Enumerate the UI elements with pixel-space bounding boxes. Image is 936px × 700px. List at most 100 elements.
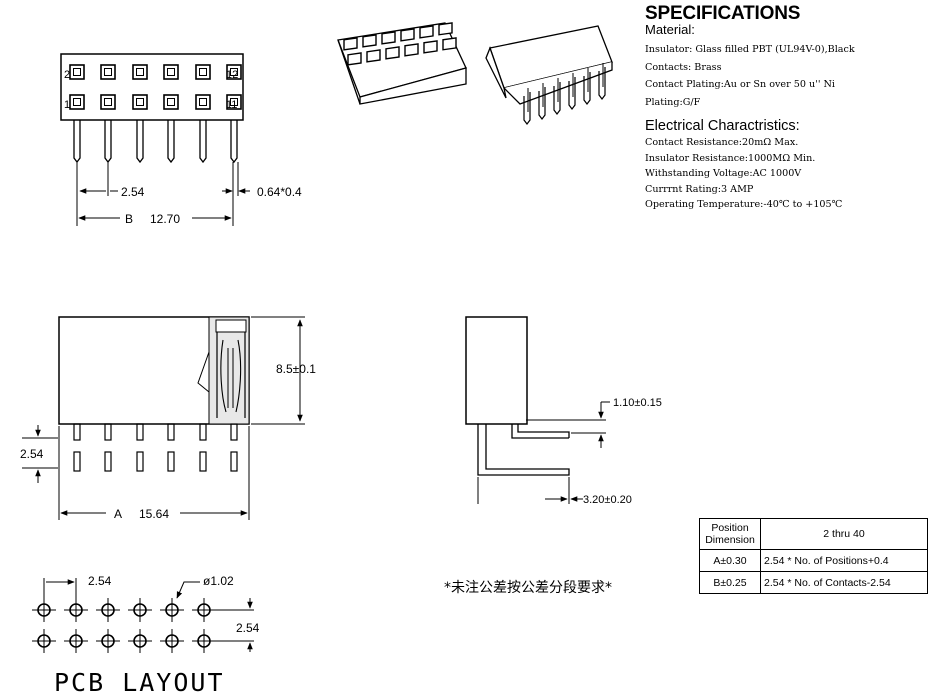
connector-3d-hole [419, 25, 434, 39]
front-view-pin-lower [73, 451, 81, 472]
material-line: Contact Plating:Au or Sn over 50 u'' Ni [645, 79, 835, 90]
lead-dim-text: 3.20±0.20 [583, 494, 632, 506]
table-cell-formula: 2.54 * No. of Contacts-2.54 [760, 571, 928, 594]
electrical-title: Electrical Charactristics: [645, 118, 800, 134]
table-row: B±0.25 2.54 * No. of Contacts-2.54 [699, 571, 928, 594]
top-view-pin [230, 120, 238, 164]
top-view-pins [73, 120, 238, 164]
front-view-pin-upper [199, 423, 207, 441]
b-label: B [125, 212, 133, 226]
connector-3d-lead [553, 82, 561, 115]
connector-3d-hole [438, 22, 453, 36]
offset-dim-text: 1.10±0.15 [613, 397, 662, 409]
connector-3d-hole [362, 34, 377, 48]
side-view-lead-upper [511, 424, 570, 439]
tolerance-note: *未注公差按公差分段要求* [444, 580, 612, 596]
front-view-pin-lower [167, 451, 175, 472]
pcb-layout-title: PCB LAYOUT [54, 668, 225, 697]
top-view-pad-hole [230, 98, 238, 106]
connector-3d-hole [343, 37, 358, 51]
connector-3d-lead [568, 77, 576, 110]
electrical-line: Contact Resistance:20mΩ Max. [645, 137, 799, 148]
connector-3d-hole [347, 52, 362, 66]
top-view-pin [73, 120, 81, 164]
material-line: Plating:G/F [645, 96, 701, 108]
pcb-layout: 2.54 ø1.02 2.54 [32, 574, 260, 653]
top-view-pad-hole [230, 68, 238, 76]
pin-size-dim-text: 0.64*0.4 [257, 185, 302, 199]
side-view-lead-lower [477, 424, 570, 476]
table-cell-formula: 2.54 * No. of Positions+0.4 [760, 549, 928, 572]
top-view-pin [136, 120, 144, 164]
connector-3d-lead [598, 67, 606, 100]
top-view-body [60, 53, 244, 121]
table-header-cell: Position Dimension [699, 518, 761, 550]
connector-3d-hole [442, 37, 457, 51]
connector-3d-lead [538, 87, 546, 120]
table-row: A±0.30 2.54 * No. of Positions+0.4 [699, 549, 928, 572]
front-view-pin-lower [199, 451, 207, 472]
front-view: 8.5±0.1 2.54 A 15.64 [20, 316, 316, 521]
connector-3d-lead [523, 92, 531, 125]
top-view-pad-hole [104, 68, 112, 76]
pcb-pitch-y-text: 2.54 [236, 621, 260, 635]
top-view-pad-hole [199, 98, 207, 106]
front-view-pin-upper [230, 423, 238, 441]
connector-3d-leads [523, 63, 606, 125]
pin-label-11: 11 [226, 99, 237, 111]
connector-3d-hole [404, 43, 419, 57]
material-line: Contacts: Brass [645, 61, 722, 73]
pin-label-2: 2 [64, 69, 70, 81]
front-view-pin-lower [104, 451, 112, 472]
front-view-pin-upper [136, 423, 144, 441]
side-view: 1.10±0.15 3.20±0.20 [465, 316, 662, 506]
table-header-position: Position [711, 522, 749, 534]
top-view-pad-hole [167, 68, 175, 76]
front-view-pin-upper [167, 423, 175, 441]
front-view-pin-upper [73, 423, 81, 441]
pcb-pitch-x-text: 2.54 [88, 574, 112, 588]
top-view: 2 12 1 11 2.54 0.64*0.4 B 12.70 [60, 53, 302, 226]
front-view-pin-upper [104, 423, 112, 441]
pitch-dim-text: 2.54 [121, 185, 145, 199]
connector-3d-hole [385, 46, 400, 60]
material-label: Material: [645, 22, 695, 37]
pcb-holes [32, 598, 216, 653]
top-view-pads [69, 64, 242, 110]
pin-label-12: 12 [226, 69, 238, 81]
side-view-body [465, 316, 528, 425]
top-view-pad-hole [136, 68, 144, 76]
table-cell-label: B±0.25 [699, 571, 761, 594]
front-view-pins [73, 423, 238, 472]
table-cell-label: A±0.30 [699, 549, 761, 572]
electrical-line: Withstanding Voltage:AC 1000V [645, 168, 802, 180]
connector-3d-hole [400, 28, 415, 42]
electrical-line: Currrnt Rating:3 AMP [645, 183, 754, 195]
a-label: A [114, 507, 122, 521]
electrical-line: Operating Temperature:-40℃ to +105℃ [645, 199, 843, 211]
specifications-title: SPECIFICATIONS [645, 3, 801, 24]
material-line: Insulator: Glass filled PBT (UL94V-0),Bl… [645, 44, 855, 55]
connector-3d-holes [343, 22, 457, 66]
front-view-cutaway [208, 316, 250, 425]
top-view-pad-hole [73, 98, 81, 106]
front-view-pin-lower [230, 451, 238, 472]
front-pitch-dim-text: 2.54 [20, 447, 44, 461]
a-value: 15.64 [139, 507, 169, 521]
table-header-row: Position Dimension 2 thru 40 [699, 518, 928, 550]
front-view-pin-lower [136, 451, 144, 472]
electrical-line: Insulator Resistance:1000MΩ Min. [645, 152, 816, 164]
top-view-pin [104, 120, 112, 164]
connector-3d-hole [366, 49, 381, 63]
top-view-pad-hole [104, 98, 112, 106]
connector-3d-hole [423, 40, 438, 54]
specifications-block: SPECIFICATIONS Material: Insulator: Glas… [645, 4, 935, 213]
top-view-pin [199, 120, 207, 164]
top-view-pad-hole [73, 68, 81, 76]
b-value: 12.70 [150, 212, 180, 226]
pcb-hole-text: ø1.02 [203, 574, 234, 588]
connector-3d-view-left [337, 22, 467, 105]
top-view-pad-hole [199, 68, 207, 76]
table-header-dimension: Dimension [705, 534, 755, 546]
